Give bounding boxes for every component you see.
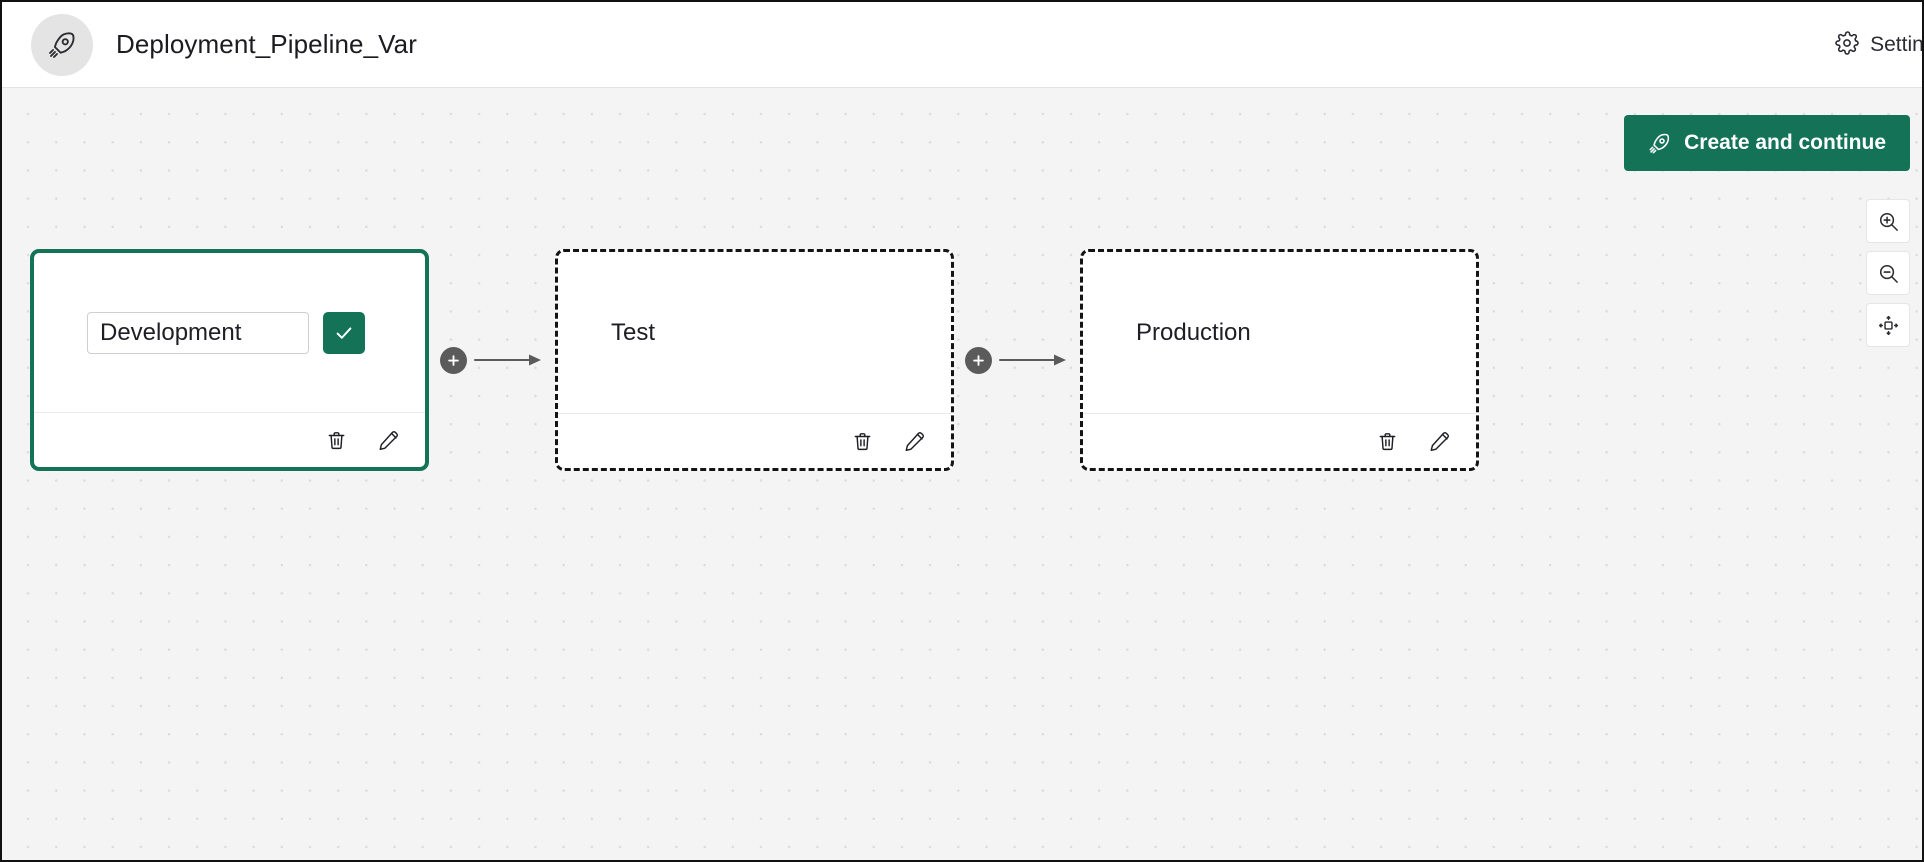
zoom-out-button[interactable] xyxy=(1866,251,1910,295)
pipeline-node-development[interactable] xyxy=(30,249,429,471)
zoom-out-icon xyxy=(1877,262,1900,285)
node-title: Test xyxy=(611,318,656,346)
plus-icon xyxy=(446,353,461,368)
trash-icon xyxy=(1376,430,1399,453)
add-node-button[interactable] xyxy=(964,346,992,374)
delete-node-button[interactable] xyxy=(1372,426,1402,456)
check-icon xyxy=(333,322,355,344)
gear-icon xyxy=(1835,30,1859,60)
pencil-icon xyxy=(903,430,926,453)
page-title: Deployment_Pipeline_Var xyxy=(116,29,417,59)
delete-node-button[interactable] xyxy=(847,426,877,456)
header-actions: Settings xyxy=(1835,2,1922,88)
rocket-icon xyxy=(1648,132,1671,155)
confirm-stage-name-button[interactable] xyxy=(323,311,365,354)
settings-button[interactable]: Settings xyxy=(1835,30,1924,60)
pipeline-flow: Test xyxy=(30,249,1479,471)
edit-node-button[interactable] xyxy=(899,426,929,456)
plus-icon xyxy=(971,353,986,368)
add-node-button[interactable] xyxy=(439,346,467,374)
rocket-icon xyxy=(31,13,93,76)
zoom-in-icon xyxy=(1877,210,1900,233)
node-footer xyxy=(558,413,951,468)
pencil-icon xyxy=(377,429,400,452)
create-and-continue-button[interactable]: Create and continue xyxy=(1624,115,1910,171)
node-footer xyxy=(1083,413,1476,468)
pipeline-connector-1 xyxy=(429,249,555,471)
node-body xyxy=(34,253,425,412)
fit-to-screen-icon xyxy=(1877,314,1900,337)
edit-node-button[interactable] xyxy=(373,425,403,455)
node-footer xyxy=(34,412,425,467)
trash-icon xyxy=(851,430,874,453)
pipeline-canvas[interactable]: Create and continue xyxy=(2,88,1922,860)
zoom-in-button[interactable] xyxy=(1866,199,1910,243)
pipeline-node-test[interactable]: Test xyxy=(555,249,954,471)
edit-node-button[interactable] xyxy=(1424,426,1454,456)
arrow-right-icon xyxy=(998,354,1066,366)
node-body: Production xyxy=(1083,252,1476,413)
delete-node-button[interactable] xyxy=(321,425,351,455)
trash-icon xyxy=(325,429,348,452)
arrow-right-icon xyxy=(473,354,541,366)
pencil-icon xyxy=(1428,430,1451,453)
app-header: Deployment_Pipeline_Var Settings xyxy=(2,2,1922,88)
zoom-controls xyxy=(1866,199,1910,347)
node-title: Production xyxy=(1136,318,1251,346)
settings-label: Settings xyxy=(1870,33,1924,56)
stage-name-input[interactable] xyxy=(87,311,309,354)
pipeline-node-production[interactable]: Production xyxy=(1080,249,1479,471)
fit-to-screen-button[interactable] xyxy=(1866,303,1910,347)
create-and-continue-label: Create and continue xyxy=(1684,131,1886,154)
pipeline-connector-2 xyxy=(954,249,1080,471)
node-body: Test xyxy=(558,252,951,413)
